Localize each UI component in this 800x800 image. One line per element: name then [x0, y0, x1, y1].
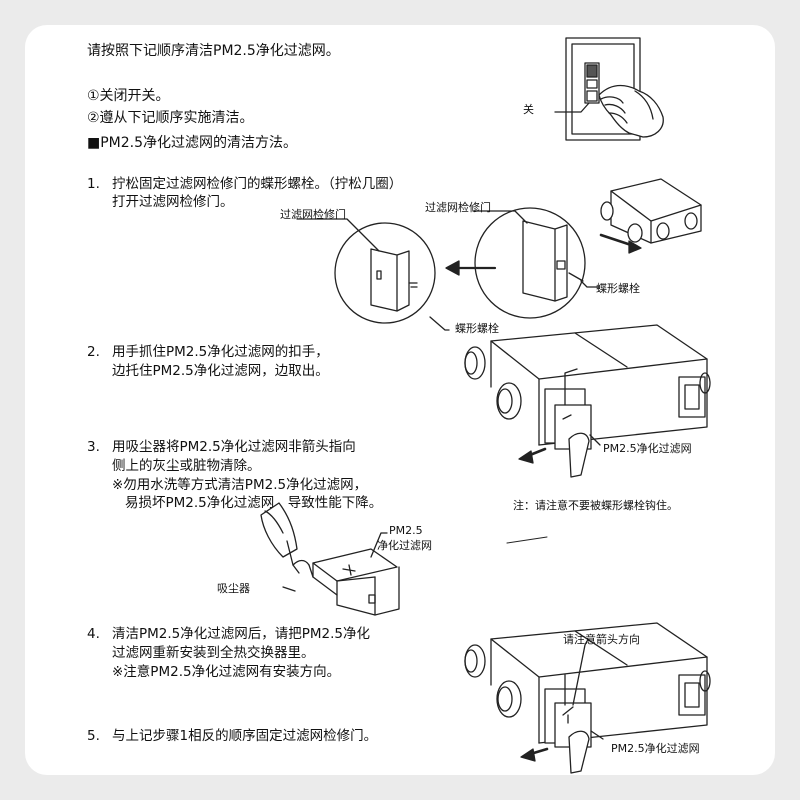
pre-step-2: ②遵从下记顺序实施清洁。 — [87, 110, 254, 126]
step-1-number: 1. — [87, 176, 100, 192]
step-4-line-3: ※注意PM2.5净化过滤网有安装方向。 — [112, 664, 341, 680]
step-1-line-1: 拧松固定过滤网检修门的蝶形螺栓。（拧松几圈） — [112, 176, 403, 192]
filter-label-step4: PM2.5净化过滤网 — [611, 742, 700, 755]
step-3-number: 3. — [87, 439, 100, 455]
pre-step-1: ①关闭开关。 — [87, 88, 170, 104]
instruction-card: 请按照下记顺序清洁PM2.5净化过滤网。 ①关闭开关。 ②遵从下记顺序实施清洁。… — [25, 25, 775, 775]
step-3-line-1: 用吸尘器将PM2.5净化过滤网非箭头指向 — [112, 439, 356, 455]
filter-label-step3-line2: 净化过滤网 — [377, 539, 432, 552]
arrow-note-label: 请注意箭头方向 — [563, 633, 640, 646]
step-1-illustration — [296, 178, 702, 331]
bolt-label-right: 蝶形螺栓 — [596, 282, 640, 295]
step-4-number: 4. — [87, 626, 100, 642]
step-3-line-2: 侧上的灰尘或脏物清除。 — [112, 458, 261, 474]
intro-text: 请按照下记顺序清洁PM2.5净化过滤网。 — [87, 43, 340, 59]
step-4-line-1: 清洁PM2.5净化过滤网后，请把PM2.5净化 — [112, 626, 371, 642]
step-5-number: 5. — [87, 728, 100, 744]
filter-label-step2: PM2.5净化过滤网 — [603, 442, 692, 455]
wall-switch-illustration — [554, 37, 664, 141]
filter-label-step3-line1: PM2.5 — [389, 524, 423, 537]
step-3-illustration — [260, 502, 400, 616]
step-5-line-1: 与上记步骤1相反的顺序固定过滤网检修门。 — [112, 728, 378, 744]
note-label-step2: 注：请注意不要被蝶形螺栓钩住。 — [513, 499, 678, 512]
vacuum-label: 吸尘器 — [217, 582, 250, 595]
step-3-line-4: 易损坏PM2.5净化过滤网，导致性能下降。 — [125, 495, 383, 511]
door-label-right: 过滤网检修门 — [425, 201, 491, 214]
step-2-line-2: 边托住PM2.5净化过滤网，边取出。 — [112, 363, 329, 379]
section-title: ■PM2.5净化过滤网的清洁方法。 — [87, 135, 298, 151]
bolt-label-bottom: 蝶形螺栓 — [455, 322, 499, 335]
switch-label: 关 — [523, 103, 534, 116]
door-label-left: 过滤网检修门 — [280, 208, 346, 221]
step-2-number: 2. — [87, 344, 100, 360]
step-2-illustration — [464, 324, 711, 478]
step-1-line-2: 打开过滤网检修门。 — [112, 194, 234, 210]
step-2-line-1: 用手抓住PM2.5净化过滤网的扣手， — [112, 344, 329, 360]
step-4-line-2: 过滤网重新安装到全热交换器里。 — [112, 645, 315, 661]
step-3-line-3: ※勿用水洗等方式清洁PM2.5净化过滤网， — [112, 477, 368, 493]
illustrations — [260, 37, 711, 774]
step-4-illustration — [464, 622, 711, 774]
